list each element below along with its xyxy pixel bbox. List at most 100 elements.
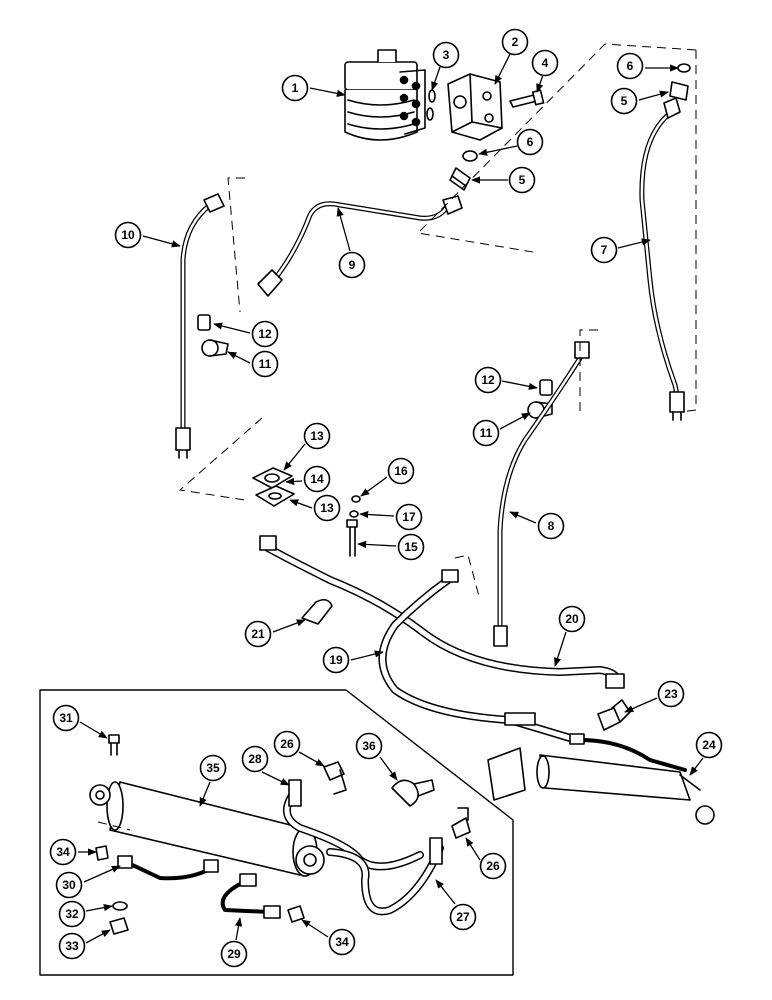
callout-c1: 1 [281, 74, 346, 102]
callout-number: 1 [292, 81, 299, 95]
callout-number: 34 [335, 935, 349, 949]
seal-washer-part [462, 150, 478, 162]
bolt-part [509, 89, 545, 108]
hose-20 [259, 535, 625, 689]
elbow-part-34-right [287, 905, 305, 923]
callout-c16: 16 [360, 457, 415, 497]
seal-washer-part-top [677, 63, 691, 73]
callout-c17: 17 [359, 503, 423, 531]
callout-c33: 33 [58, 929, 111, 960]
o-ring-part [426, 89, 436, 121]
callout-c7: 7 [590, 236, 651, 264]
callout-c19: 19 [322, 646, 384, 674]
clamp-part-left [201, 339, 229, 357]
callout-circle [516, 128, 544, 156]
callout-circle [355, 732, 383, 760]
leader-line [431, 66, 441, 91]
callout-circle [397, 533, 425, 561]
callout-number: 28 [248, 752, 262, 766]
washer-part-32 [112, 901, 128, 911]
leader-line [85, 903, 113, 912]
callout-number: 11 [480, 426, 493, 440]
callout-c6b: 6 [616, 52, 679, 80]
steering-cylinder-part-24 [487, 733, 715, 825]
steel-line-8 [493, 341, 590, 647]
callout-number: 4 [542, 56, 549, 70]
callout-number: 20 [565, 612, 579, 626]
flange-gasket-part [252, 467, 295, 507]
leader-line [357, 540, 397, 549]
leader-line [234, 917, 243, 941]
callout-c5a: 5 [471, 166, 536, 194]
callout-c26a: 26 [273, 730, 325, 767]
callout-circle [472, 419, 500, 447]
callout-c4: 4 [531, 49, 559, 93]
callout-circle [114, 221, 142, 249]
leader-line [435, 879, 456, 905]
adapter-fitting-part [449, 167, 471, 191]
hose-19 [378, 569, 574, 742]
callout-number: 21 [251, 627, 265, 641]
leader-line [379, 756, 398, 781]
spacer-part-right [539, 379, 553, 396]
callout-number: 36 [362, 739, 376, 753]
callout-circle [695, 731, 723, 759]
callout-circle [616, 52, 644, 80]
callout-number: 2 [512, 35, 519, 49]
leader-line [638, 90, 669, 101]
leader-line [85, 929, 111, 944]
callout-circle [273, 730, 301, 758]
elbow-part-34-left [95, 845, 109, 861]
steering-cylinder-part-35 [89, 781, 325, 877]
callout-c2: 2 [494, 28, 529, 85]
callout-circle [244, 620, 272, 648]
callout-circle [58, 900, 86, 928]
callout-circle [558, 605, 586, 633]
callout-c3: 3 [431, 41, 460, 91]
callout-circle [501, 28, 529, 56]
callout-circle [338, 251, 366, 279]
reference-lines [97, 43, 697, 831]
callout-circle [251, 320, 279, 348]
callout-c30: 30 [55, 865, 121, 899]
manifold-block-part [447, 73, 503, 141]
callout-c29: 29 [220, 917, 248, 968]
callout-circle [220, 940, 248, 968]
callout-number: 6 [627, 59, 634, 73]
hose-28 [283, 779, 424, 871]
leader-line [79, 721, 108, 739]
callout-circle [55, 871, 83, 899]
callout-circle [303, 465, 331, 493]
leader-line [283, 443, 306, 471]
leader-line [213, 322, 251, 334]
nut-part-33 [109, 917, 129, 935]
leader-line [83, 865, 121, 883]
callout-c36: 36 [355, 732, 398, 781]
tube-part-30 [117, 855, 219, 881]
callout-number: 5 [621, 94, 628, 108]
clip-part-36 [391, 779, 435, 807]
callout-number: 26 [486, 859, 500, 873]
callout-circle [531, 49, 559, 77]
callout-number: 14 [310, 472, 324, 486]
callout-c34b: 34 [301, 919, 356, 956]
callout-c12b: 12 [474, 366, 538, 394]
callout-number: 9 [349, 258, 356, 272]
callout-circle [395, 503, 423, 531]
callout-c35: 35 [199, 754, 227, 807]
leader-line [301, 919, 329, 938]
callout-number: 11 [259, 357, 272, 371]
callout-number: 19 [329, 653, 343, 667]
leader-line [624, 697, 658, 713]
callout-c34a: 34 [49, 838, 97, 866]
steel-line-10 [175, 193, 225, 459]
callout-circle [58, 932, 86, 960]
callout-c23: 23 [624, 680, 685, 713]
leader-line [289, 499, 313, 509]
callout-number: 8 [548, 519, 555, 533]
leader-line [499, 412, 531, 430]
leader-line [360, 476, 388, 497]
leader-line [509, 511, 537, 524]
leader-line [227, 351, 251, 364]
leader-line [689, 757, 704, 776]
